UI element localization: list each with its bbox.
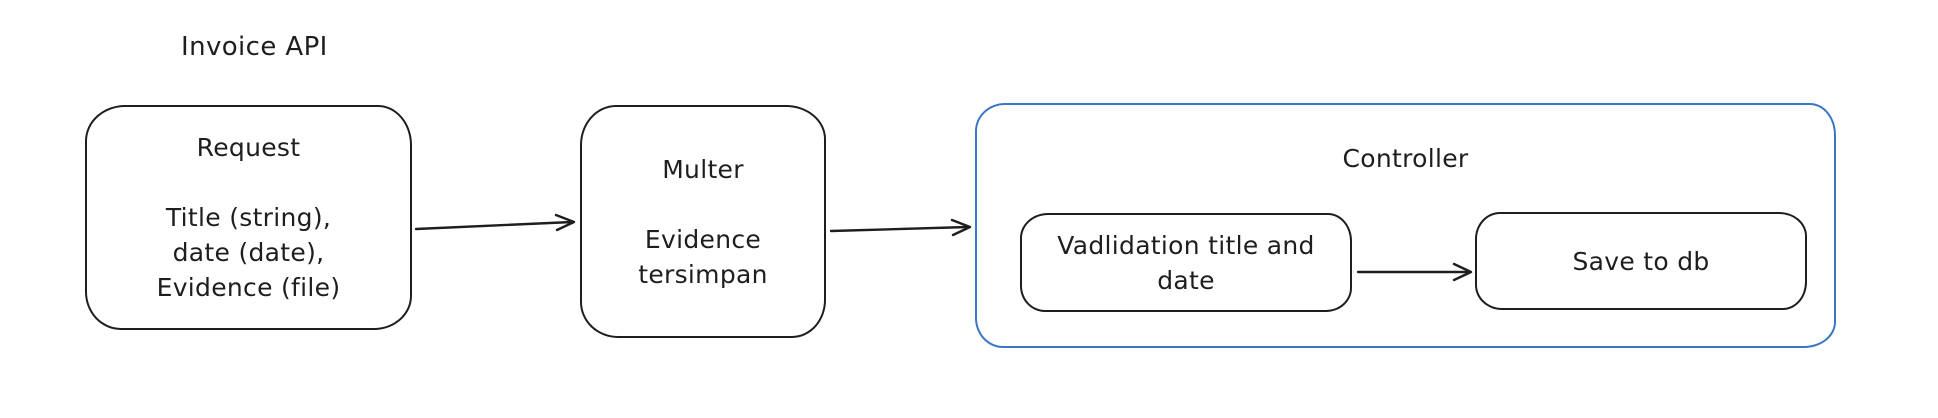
controller-group-title: Controller bbox=[1342, 144, 1469, 173]
validation-label-line: Vadlidation title and bbox=[1057, 230, 1315, 260]
request-node-title: Request bbox=[196, 133, 301, 162]
arrow-request-to-multer bbox=[414, 213, 576, 232]
arrow-multer-to-controller bbox=[829, 218, 972, 237]
request-field: Title (string), bbox=[165, 203, 332, 232]
multer-field: Evidence bbox=[644, 224, 762, 254]
save-node: Save to db bbox=[1475, 212, 1807, 310]
request-field: Evidence (file) bbox=[156, 273, 341, 302]
validation-label-line: date bbox=[1157, 265, 1215, 295]
controller-group: Controller Vadlidation title and date Sa… bbox=[975, 103, 1836, 348]
request-field: date (date), bbox=[172, 238, 325, 267]
multer-node: Multer Evidence tersimpan bbox=[580, 105, 826, 338]
diagram-title: Invoice API bbox=[181, 32, 328, 62]
request-node: Request Title (string), date (date), Evi… bbox=[85, 105, 412, 330]
multer-field: tersimpan bbox=[638, 259, 768, 289]
save-node-label: Save to db bbox=[1572, 246, 1710, 276]
multer-node-title: Multer bbox=[662, 154, 744, 184]
validation-node: Vadlidation title and date bbox=[1020, 213, 1352, 312]
